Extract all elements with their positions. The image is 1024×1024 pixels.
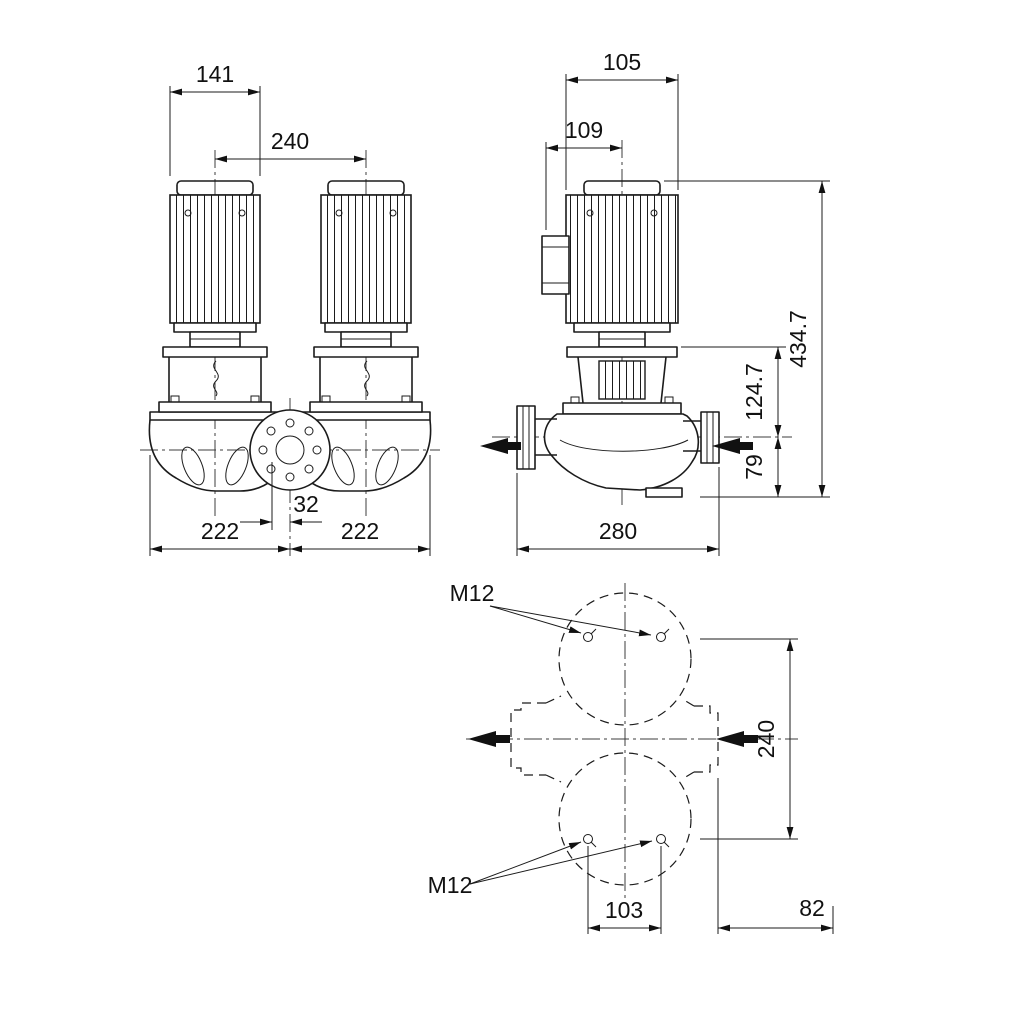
top-volute-outline [558,592,692,726]
right-volute [289,419,432,492]
pump-housing-side [516,405,720,498]
bolt-label-top-text: M12 [450,580,495,606]
dim-stool-height: 124.7 [681,346,786,437]
right-flange-tab [694,705,719,773]
dim-bolt-spacing: 103 [587,846,662,934]
plan-view: M12 M12 240 103 82 [428,580,834,934]
flow-arrow-outlet [480,438,521,454]
flow-arrow-inlet [712,438,753,454]
bolt-holes [583,628,670,848]
bolt-hole [656,628,670,642]
bottom-volute-outline [558,752,692,886]
dim-text-offset: 32 [293,491,319,517]
dim-text-bolt-spacing: 103 [605,897,643,923]
dim-text-port-height: 79 [741,454,767,480]
coupling-guard-grille [598,360,646,400]
dim-port-height: 79 [741,437,782,497]
bolt-hole [583,628,597,642]
dim-terminal-box-depth: 109 [545,117,622,230]
dim-housing-width: 280 [516,467,720,556]
volute-assembly-front [148,409,432,492]
terminal-box [541,235,570,295]
dim-side-motor-width: 105 [565,49,679,190]
dim-text-housing-width: 280 [599,518,637,544]
dim-text-motor-width-side: 105 [603,49,641,75]
center-port-flange [249,409,331,491]
dim-text-stool-height: 124.7 [741,363,767,421]
front-view: 141 240 32 222 222 [140,61,440,556]
pump-foot [645,487,683,498]
label-bolt-top: M12 [450,580,652,637]
dim-front-motor-width: 141 [169,61,261,176]
motor-stool-side [562,346,682,415]
dim-plan-port-spacing: 240 [700,638,798,840]
motor-side [541,180,679,348]
side-view: 105 109 434.7 124.7 79 280 [480,49,830,556]
dim-front-center-spacing: 240 [215,128,366,163]
plan-outline [510,592,719,886]
dim-text-motor-width-front: 141 [196,61,234,87]
dim-text-side-offset: 82 [799,895,825,921]
dim-front-widths: 222 222 [149,455,431,556]
dim-text-plan-port-spacing: 240 [753,720,779,758]
dim-text-terminal-box-depth: 109 [565,117,603,143]
dim-total-height: 434.7 [664,180,830,498]
dim-text-width-left: 222 [201,518,239,544]
bolt-label-bottom-text: M12 [428,872,473,898]
label-bolt-bottom: M12 [428,840,653,898]
dim-text-center-spacing: 240 [271,128,309,154]
bolt-hole [583,834,597,848]
dim-front-offset: 32 [240,462,322,530]
dim-side-offset: 82 [717,778,834,934]
dim-text-total-height: 434.7 [785,310,811,368]
suction-flange [516,405,536,470]
dim-text-width-right: 222 [341,518,379,544]
discharge-flange [700,411,720,464]
left-volute [148,419,291,492]
volute-housing [543,413,700,491]
flow-arrow-plan-left [468,731,510,747]
flow-arrow-plan-right [716,731,758,747]
bolt-hole [656,834,670,848]
